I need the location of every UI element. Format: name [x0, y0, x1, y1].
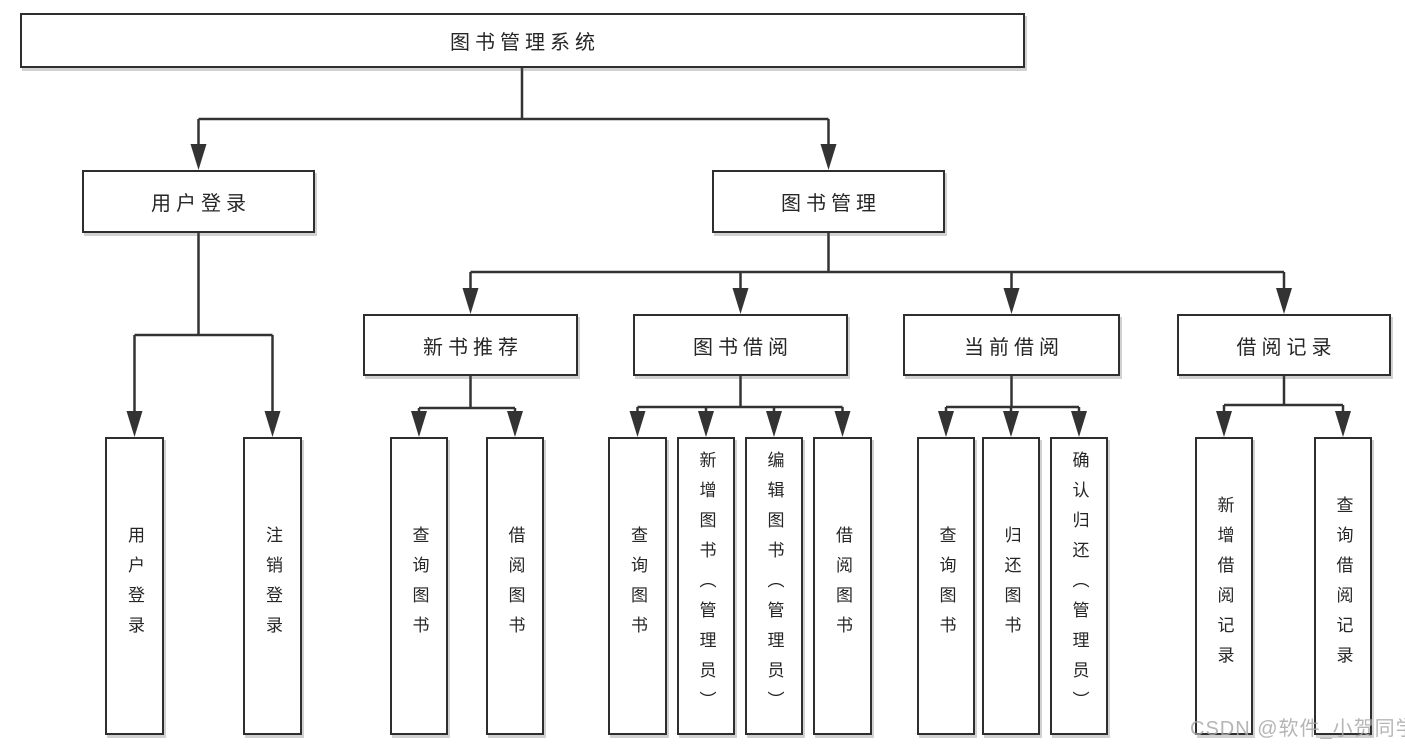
leaf-add-books-admin: 新增图书（管理员） [677, 437, 735, 735]
leaf-borrow-books-label: 借阅图书 [833, 526, 852, 646]
leaf-user-login: 用户登录 [105, 437, 164, 735]
leaf-borrow-query-books-label: 查询图书 [628, 526, 647, 646]
leaf-current-query-books: 查询图书 [917, 437, 975, 735]
leaf-confirm-return-admin-label: 确认归还（管理员） [1069, 451, 1089, 721]
leaf-query-borrow-record: 查询借阅记录 [1314, 437, 1372, 735]
leaf-edit-books-admin: 编辑图书（管理员） [745, 437, 803, 735]
node-current-borrow: 当前借阅 [903, 314, 1120, 376]
leaf-recommend-query-books-label: 查询图书 [409, 526, 429, 646]
connector-borrow-records-to-children [1222, 376, 1345, 413]
connector-root-to-level2 [197, 68, 830, 146]
leaf-add-borrow-record-label: 新增借阅记录 [1214, 496, 1234, 676]
arrowheads [126, 144, 1351, 437]
leaf-logout: 注销登录 [243, 437, 302, 735]
node-root-library-system: 图书管理系统 [20, 13, 1025, 68]
connector-current-borrow-to-children [944, 376, 1081, 413]
leaf-query-borrow-record-label: 查询借阅记录 [1333, 496, 1353, 676]
node-new-book-recommend: 新书推荐 [363, 314, 578, 376]
leaf-recommend-query-books: 查询图书 [390, 437, 448, 735]
leaf-borrow-query-books: 查询图书 [608, 437, 667, 735]
leaf-return-books-label: 归还图书 [1001, 526, 1021, 646]
leaf-borrow-books: 借阅图书 [813, 437, 872, 735]
leaf-add-borrow-record: 新增借阅记录 [1195, 437, 1253, 735]
connector-user-login-to-children [133, 233, 274, 413]
leaf-confirm-return-admin: 确认归还（管理员） [1050, 437, 1108, 735]
leaf-recommend-borrow-books: 借阅图书 [486, 437, 544, 735]
leaf-add-books-admin-label: 新增图书（管理员） [696, 451, 716, 721]
connector-book-borrow-to-children [636, 376, 844, 413]
leaf-return-books: 归还图书 [982, 437, 1040, 735]
node-borrow-records: 借阅记录 [1177, 314, 1391, 376]
node-user-login: 用户登录 [82, 170, 315, 233]
leaf-logout-label: 注销登录 [263, 526, 282, 646]
node-book-borrow: 图书借阅 [633, 314, 848, 376]
leaf-recommend-borrow-books-label: 借阅图书 [505, 526, 525, 646]
leaf-user-login-label: 用户登录 [125, 526, 144, 646]
leaf-current-query-books-label: 查询图书 [936, 526, 956, 646]
leaf-edit-books-admin-label: 编辑图书（管理员） [764, 451, 784, 721]
csdn-watermark: CSDN @软件_小贺同学 [1190, 718, 1405, 740]
node-book-management: 图书管理 [712, 170, 945, 233]
connector-book-management-to-level3 [469, 233, 1286, 290]
connector-new-book-recommend-to-children [417, 376, 517, 413]
